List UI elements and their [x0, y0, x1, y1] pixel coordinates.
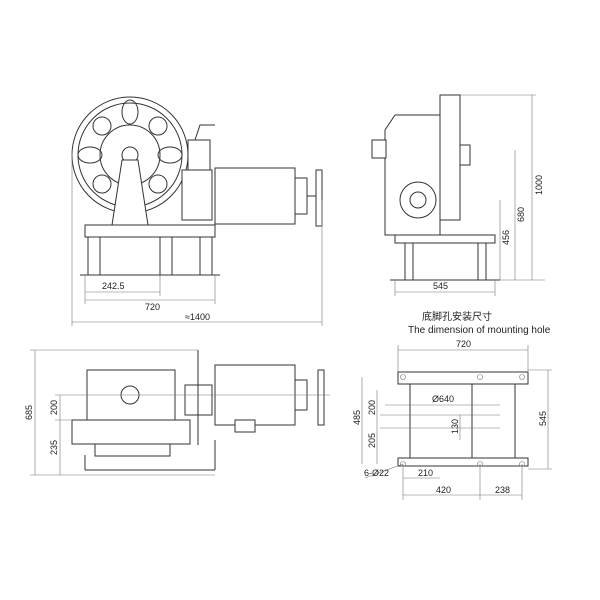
mounting-view: 底脚孔安装尺寸 The dimension of mounting hole 7…: [352, 310, 552, 500]
dim-685: 685: [24, 405, 34, 420]
plan-view: 685 200 235: [24, 349, 330, 476]
dim-mount-holes: 6-Ø22: [364, 468, 389, 478]
side-view: 545 456 680 1000: [371, 94, 545, 296]
dim-mount-420: 420: [436, 485, 451, 495]
dim-235: 235: [49, 440, 59, 455]
front-view: 242.5 720 ≈1400: [71, 96, 323, 326]
mounting-title-en: The dimension of mounting hole: [408, 325, 551, 336]
dim-mount-130: 130: [450, 419, 460, 434]
dim-456: 456: [501, 230, 511, 245]
dim-545: 545: [433, 281, 448, 291]
dim-242-5: 242.5: [102, 281, 125, 291]
dim-mount-238: 238: [495, 485, 510, 495]
dim-200: 200: [49, 400, 59, 415]
dim-1400: ≈1400: [185, 312, 210, 322]
dim-1000: 1000: [534, 175, 544, 195]
dim-680: 680: [516, 207, 526, 222]
dim-mount-210: 210: [418, 468, 433, 478]
mounting-title-cn: 底脚孔安装尺寸: [422, 310, 492, 323]
dim-mount-200: 200: [367, 400, 377, 415]
dim-720: 720: [145, 302, 160, 312]
dim-mount-545: 545: [538, 411, 548, 426]
dim-mount-485: 485: [352, 410, 362, 425]
dim-mount-205: 205: [367, 433, 377, 448]
dim-mount-720: 720: [456, 339, 471, 349]
dim-mount-640: Ø640: [432, 394, 454, 404]
